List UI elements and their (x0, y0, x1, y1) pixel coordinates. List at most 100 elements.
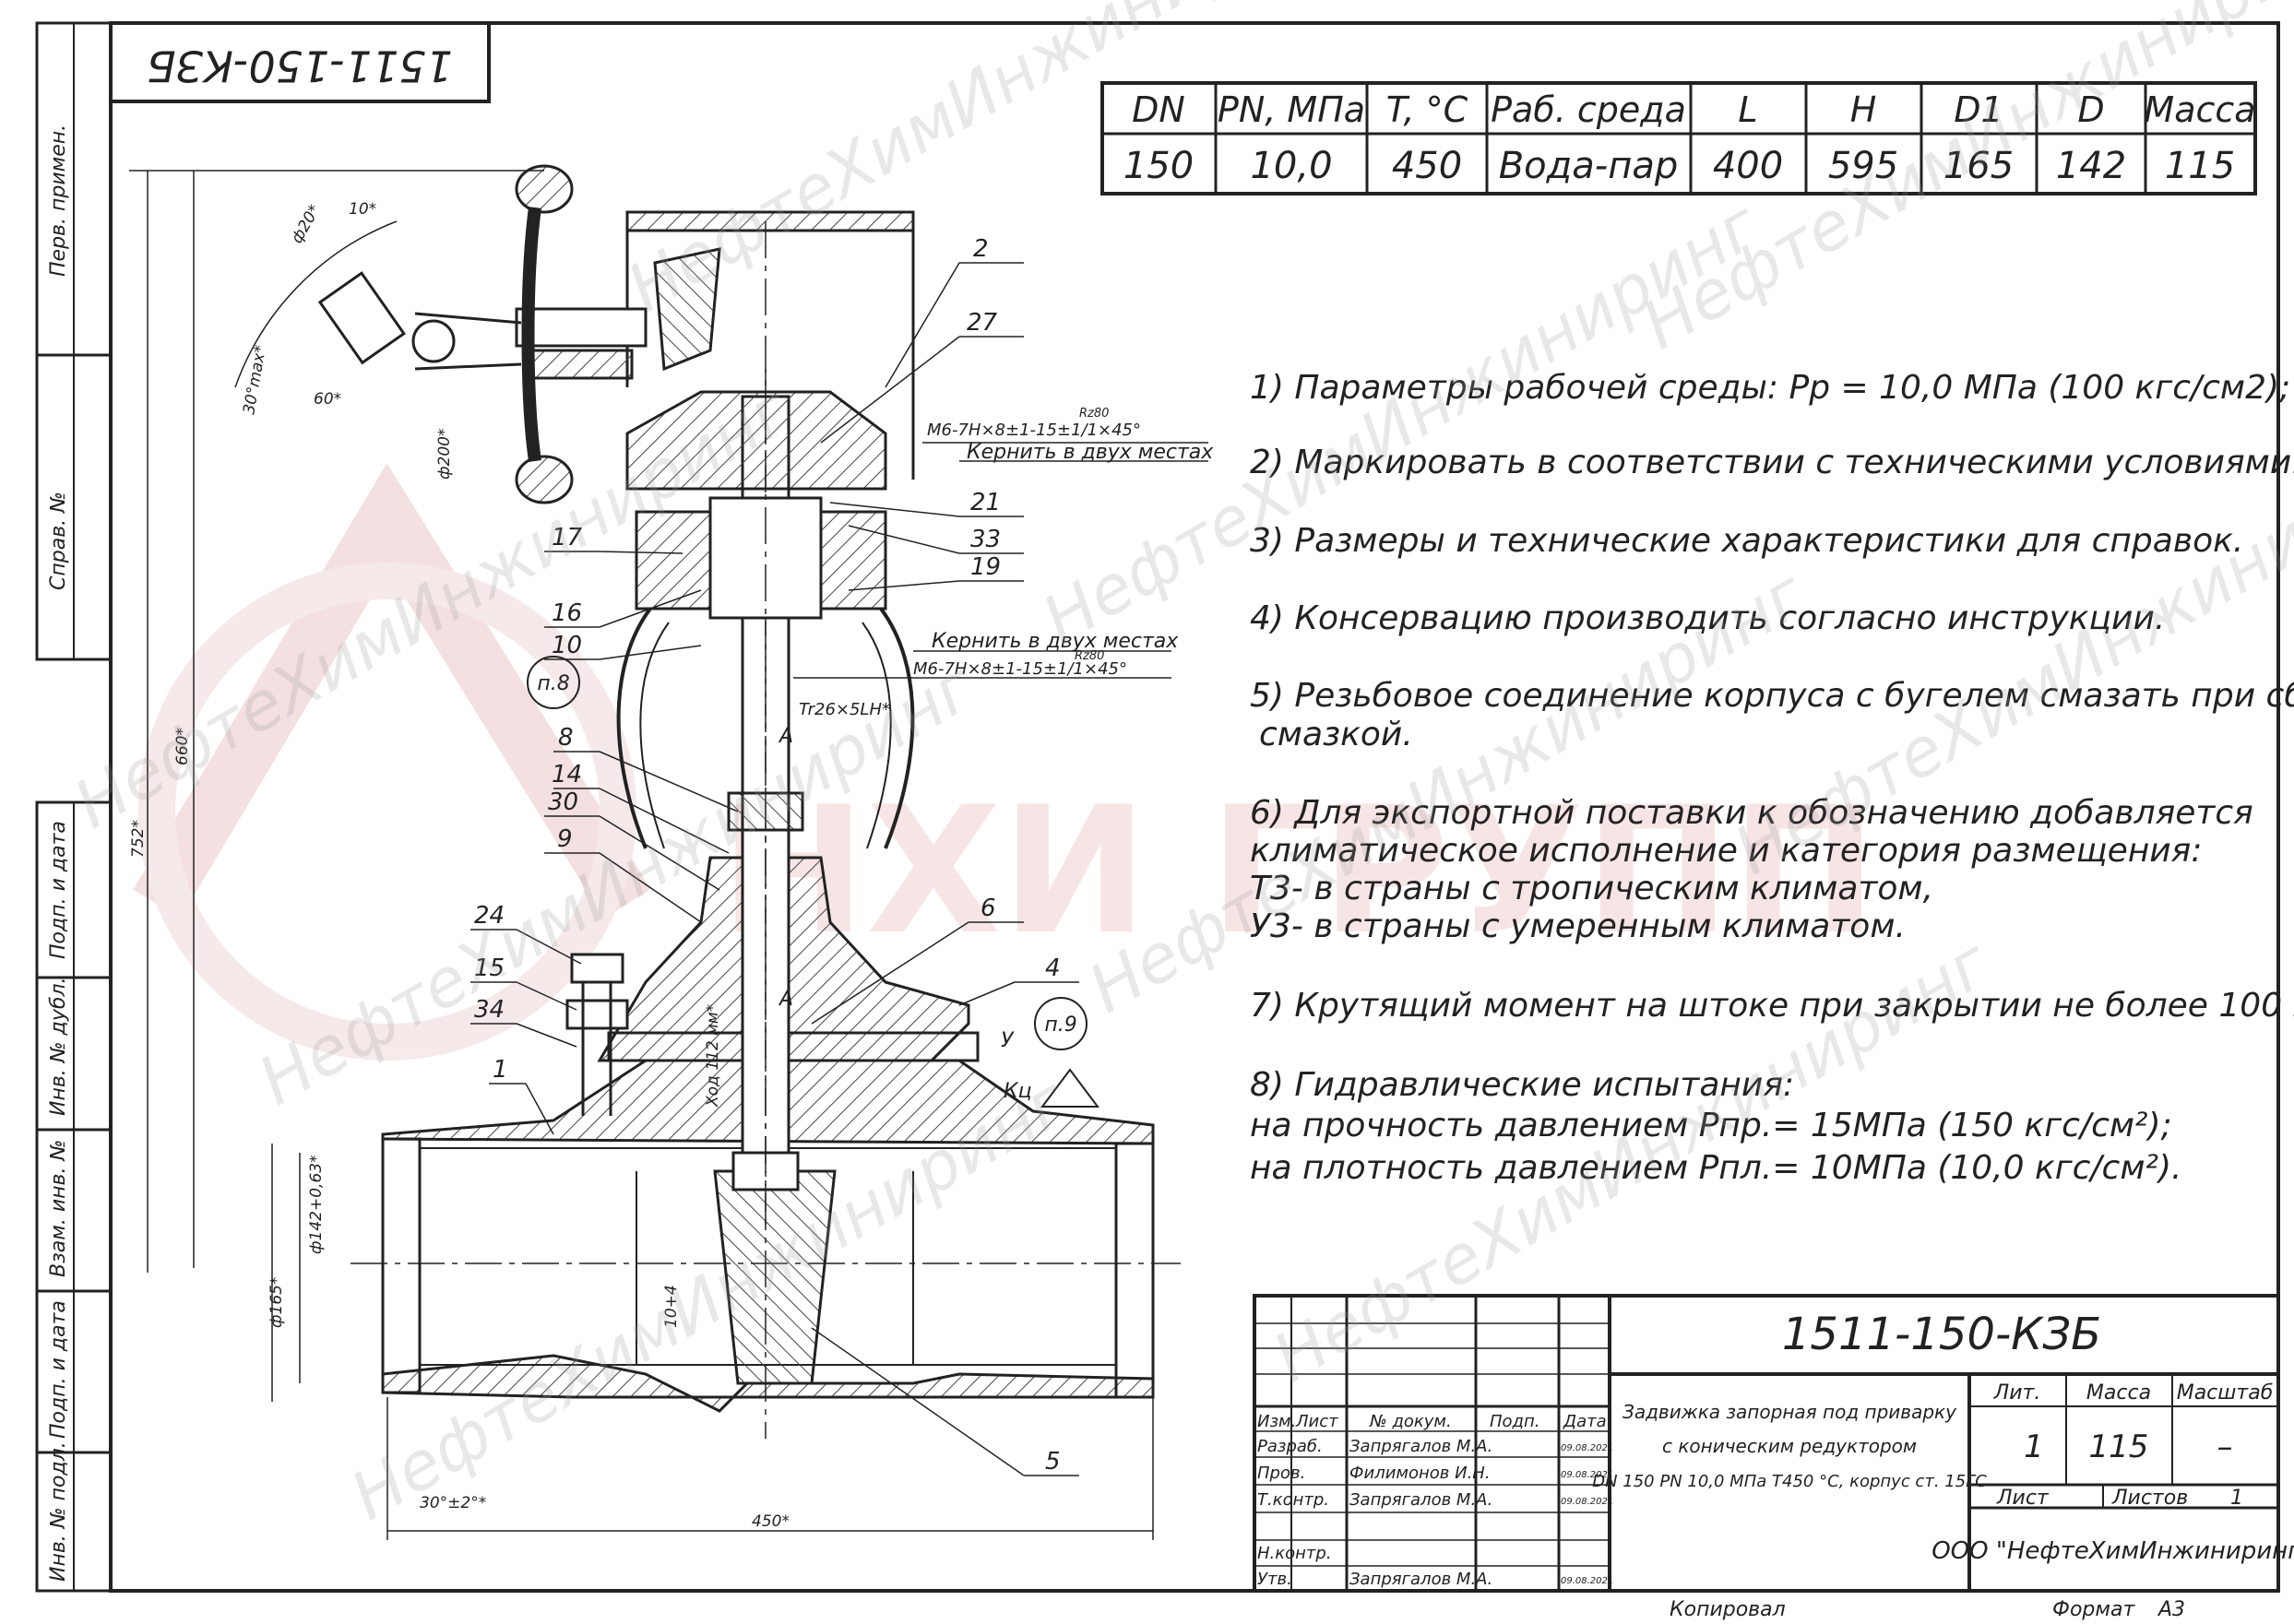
tb-mass-value: 115 (2089, 1428, 2149, 1465)
note-8b: на прочность давлением Рпр.= 15МПа (150 … (1250, 1107, 2172, 1144)
tb-lit-label: Лит. (1993, 1381, 2041, 1405)
ann-section-a2: А (778, 988, 793, 1011)
strip-inv-dubl: Инв. № дубл. (47, 977, 70, 1116)
tb-mass-label: Масса (2086, 1381, 2151, 1405)
th-d: D (2077, 89, 2104, 130)
strip-vzam-inv: Взам. инв. № (47, 1140, 70, 1277)
th-l: L (1738, 89, 1757, 130)
td-h: 595 (1828, 145, 1898, 187)
th-dn: DN (1132, 89, 1185, 130)
tb-sheets-label: Листов (2111, 1487, 2188, 1510)
ann-u: У (1001, 1029, 1015, 1052)
tb-sheets-value: 1 (2230, 1487, 2243, 1510)
leader-34: 34 (474, 996, 505, 1024)
dim-d60: 60* (314, 390, 341, 409)
leader-1: 1 (493, 1056, 508, 1084)
notes: 1) Параметры рабочей среды: Рр = 10,0 МП… (1250, 369, 2294, 1187)
ann-kernit-1: Кернить в двух местах (967, 441, 1214, 464)
tb-scale-label: Масштаб (2177, 1381, 2274, 1405)
dim-d450: 450* (752, 1512, 790, 1531)
dim-d165: ф165* (267, 1277, 286, 1328)
dim-d142: ф142+0,63* (307, 1155, 326, 1254)
leader-27: 27 (967, 309, 998, 337)
leader-numbers: 2 27 21 33 19 17 16 10 8 14 30 9 24 15 3… (470, 235, 1079, 1476)
ann-tr: Tr26×5LH* (799, 700, 890, 719)
tb-col-data: Дата (1563, 1412, 1607, 1431)
note-4: 4) Консервацию производить согласно инст… (1250, 599, 2165, 637)
tb-date-3: 09.08.2021 (1561, 1497, 1613, 1507)
ann-thread-1: М6-7Н×8±1-15±1/1×45° (927, 421, 1141, 440)
tb-role-3: Т.контр. (1257, 1490, 1329, 1510)
dimension-lines (129, 170, 1154, 1540)
dim-d752: 752* (129, 820, 148, 858)
tb-name-1: Задвижка запорная под приварку (1622, 1401, 1957, 1423)
leader-33: 33 (970, 526, 1001, 553)
leader-6: 6 (981, 895, 996, 922)
watermark-big-text: НХИ ГРУПП (719, 769, 1878, 973)
watermark-2: НефтеХимИнжиниринг (1030, 185, 1774, 659)
spec-table: DN PN, МПа T, °C Раб. среда L H D1 D Мас… (1100, 81, 2257, 196)
callout-p9: п.9 (1044, 1014, 1076, 1037)
strip-perv-primen: Перв. примен. (47, 124, 70, 277)
dim-hod: Ход 112 мм* (704, 1004, 722, 1108)
th-d1: D1 (1954, 89, 2003, 130)
note-6c: Т3- в страны с тропическим климатом, (1250, 870, 1933, 907)
note-6d: У3- в страны с умеренным климатом. (1250, 907, 1906, 945)
td-dn: 150 (1123, 145, 1194, 187)
td-sreda: Вода-пар (1499, 145, 1679, 187)
watermark-1: НефтеХимИнжиниринг (615, 0, 1359, 327)
valve-drawing (317, 164, 1181, 1439)
tb-col-list: Лист (1295, 1412, 1338, 1431)
note-7: 7) Крутящий момент на штоке при закрытии… (1250, 987, 2294, 1025)
leader-15: 15 (474, 954, 505, 982)
td-d: 142 (2056, 145, 2126, 187)
dim-d660: 660* (173, 728, 192, 765)
title-block-text: 1511-150-КЗБ Задвижка запорная под прива… (1257, 1309, 2294, 1621)
tb-name-row-2: Филимонов И.Н. (1349, 1464, 1491, 1483)
tb-date-5: 09.08.2021 (1561, 1576, 1613, 1586)
note-3: 3) Размеры и технические характеристики … (1250, 522, 2243, 560)
leader-9: 9 (557, 825, 573, 853)
th-sreda: Раб. среда (1491, 89, 1686, 130)
tb-role-4: Н.контр. (1257, 1544, 1332, 1563)
ann-rz-1: Rz80 (1079, 407, 1109, 421)
watermark-text-layer: НефтеХимИнжиниринг НефтеХимИнжиниринг Не… (62, 0, 2294, 1535)
tb-col-izm: Изм. (1257, 1412, 1296, 1431)
leader-16: 16 (552, 599, 582, 627)
leader-19: 19 (970, 553, 1001, 581)
code-box: 1511-150-КЗБ (109, 21, 491, 103)
tb-scale-value: – (2217, 1428, 2233, 1465)
tb-col-doc: № докум. (1369, 1412, 1452, 1431)
leader-10: 10 (552, 632, 582, 659)
th-t: T, °C (1386, 89, 1468, 130)
tb-name-3: DN 150 PN 10,0 МПа Т450 °С, корпус ст. 1… (1592, 1472, 1987, 1491)
ann-section-a1: А (778, 725, 793, 748)
note-5a: 5) Резьбовое соединение корпуса с бугеле… (1250, 677, 2294, 715)
td-l: 400 (1713, 145, 1783, 187)
dim-d30max: 30°max* (240, 344, 270, 416)
th-h: H (1850, 89, 1877, 130)
td-massa: 115 (2165, 145, 2235, 187)
dim-d200: ф200* (435, 429, 454, 480)
td-t: 450 (1392, 145, 1462, 187)
leader-8: 8 (558, 724, 574, 752)
note-8a: 8) Гидравлические испытания: (1250, 1066, 1794, 1104)
tb-company: ООО "НефтеХимИнжиниринг" (1931, 1537, 2294, 1565)
tb-role-1: Разраб. (1257, 1437, 1323, 1456)
leader-30: 30 (548, 788, 578, 816)
ann-rz-2: Rz80 (1075, 649, 1104, 663)
leader-5: 5 (1045, 1448, 1061, 1476)
tb-format-value: А3 (2157, 1598, 2185, 1621)
note-6b: климатическое исполнение и категория раз… (1250, 832, 2202, 870)
leader-21: 21 (970, 489, 1001, 516)
left-strip: Перв. примен. Справ. № Подп. и дата Инв.… (35, 21, 113, 1593)
tb-date-1: 09.08.2021 (1561, 1443, 1613, 1453)
note-2: 2) Маркировать в соответствии с техничес… (1250, 444, 2294, 481)
note-1: 1) Параметры рабочей среды: Рр = 10,0 МП… (1250, 369, 2294, 407)
leader-24: 24 (474, 902, 505, 930)
tb-role-2: Пров. (1257, 1464, 1305, 1483)
tb-lit-value: 1 (2024, 1428, 2044, 1465)
note-8c: на плотность давлением Рпл.= 10МПа (10,0… (1250, 1149, 2181, 1187)
dim-d30deg: 30°±2°* (420, 1494, 486, 1512)
th-massa: Масса (2144, 89, 2255, 130)
